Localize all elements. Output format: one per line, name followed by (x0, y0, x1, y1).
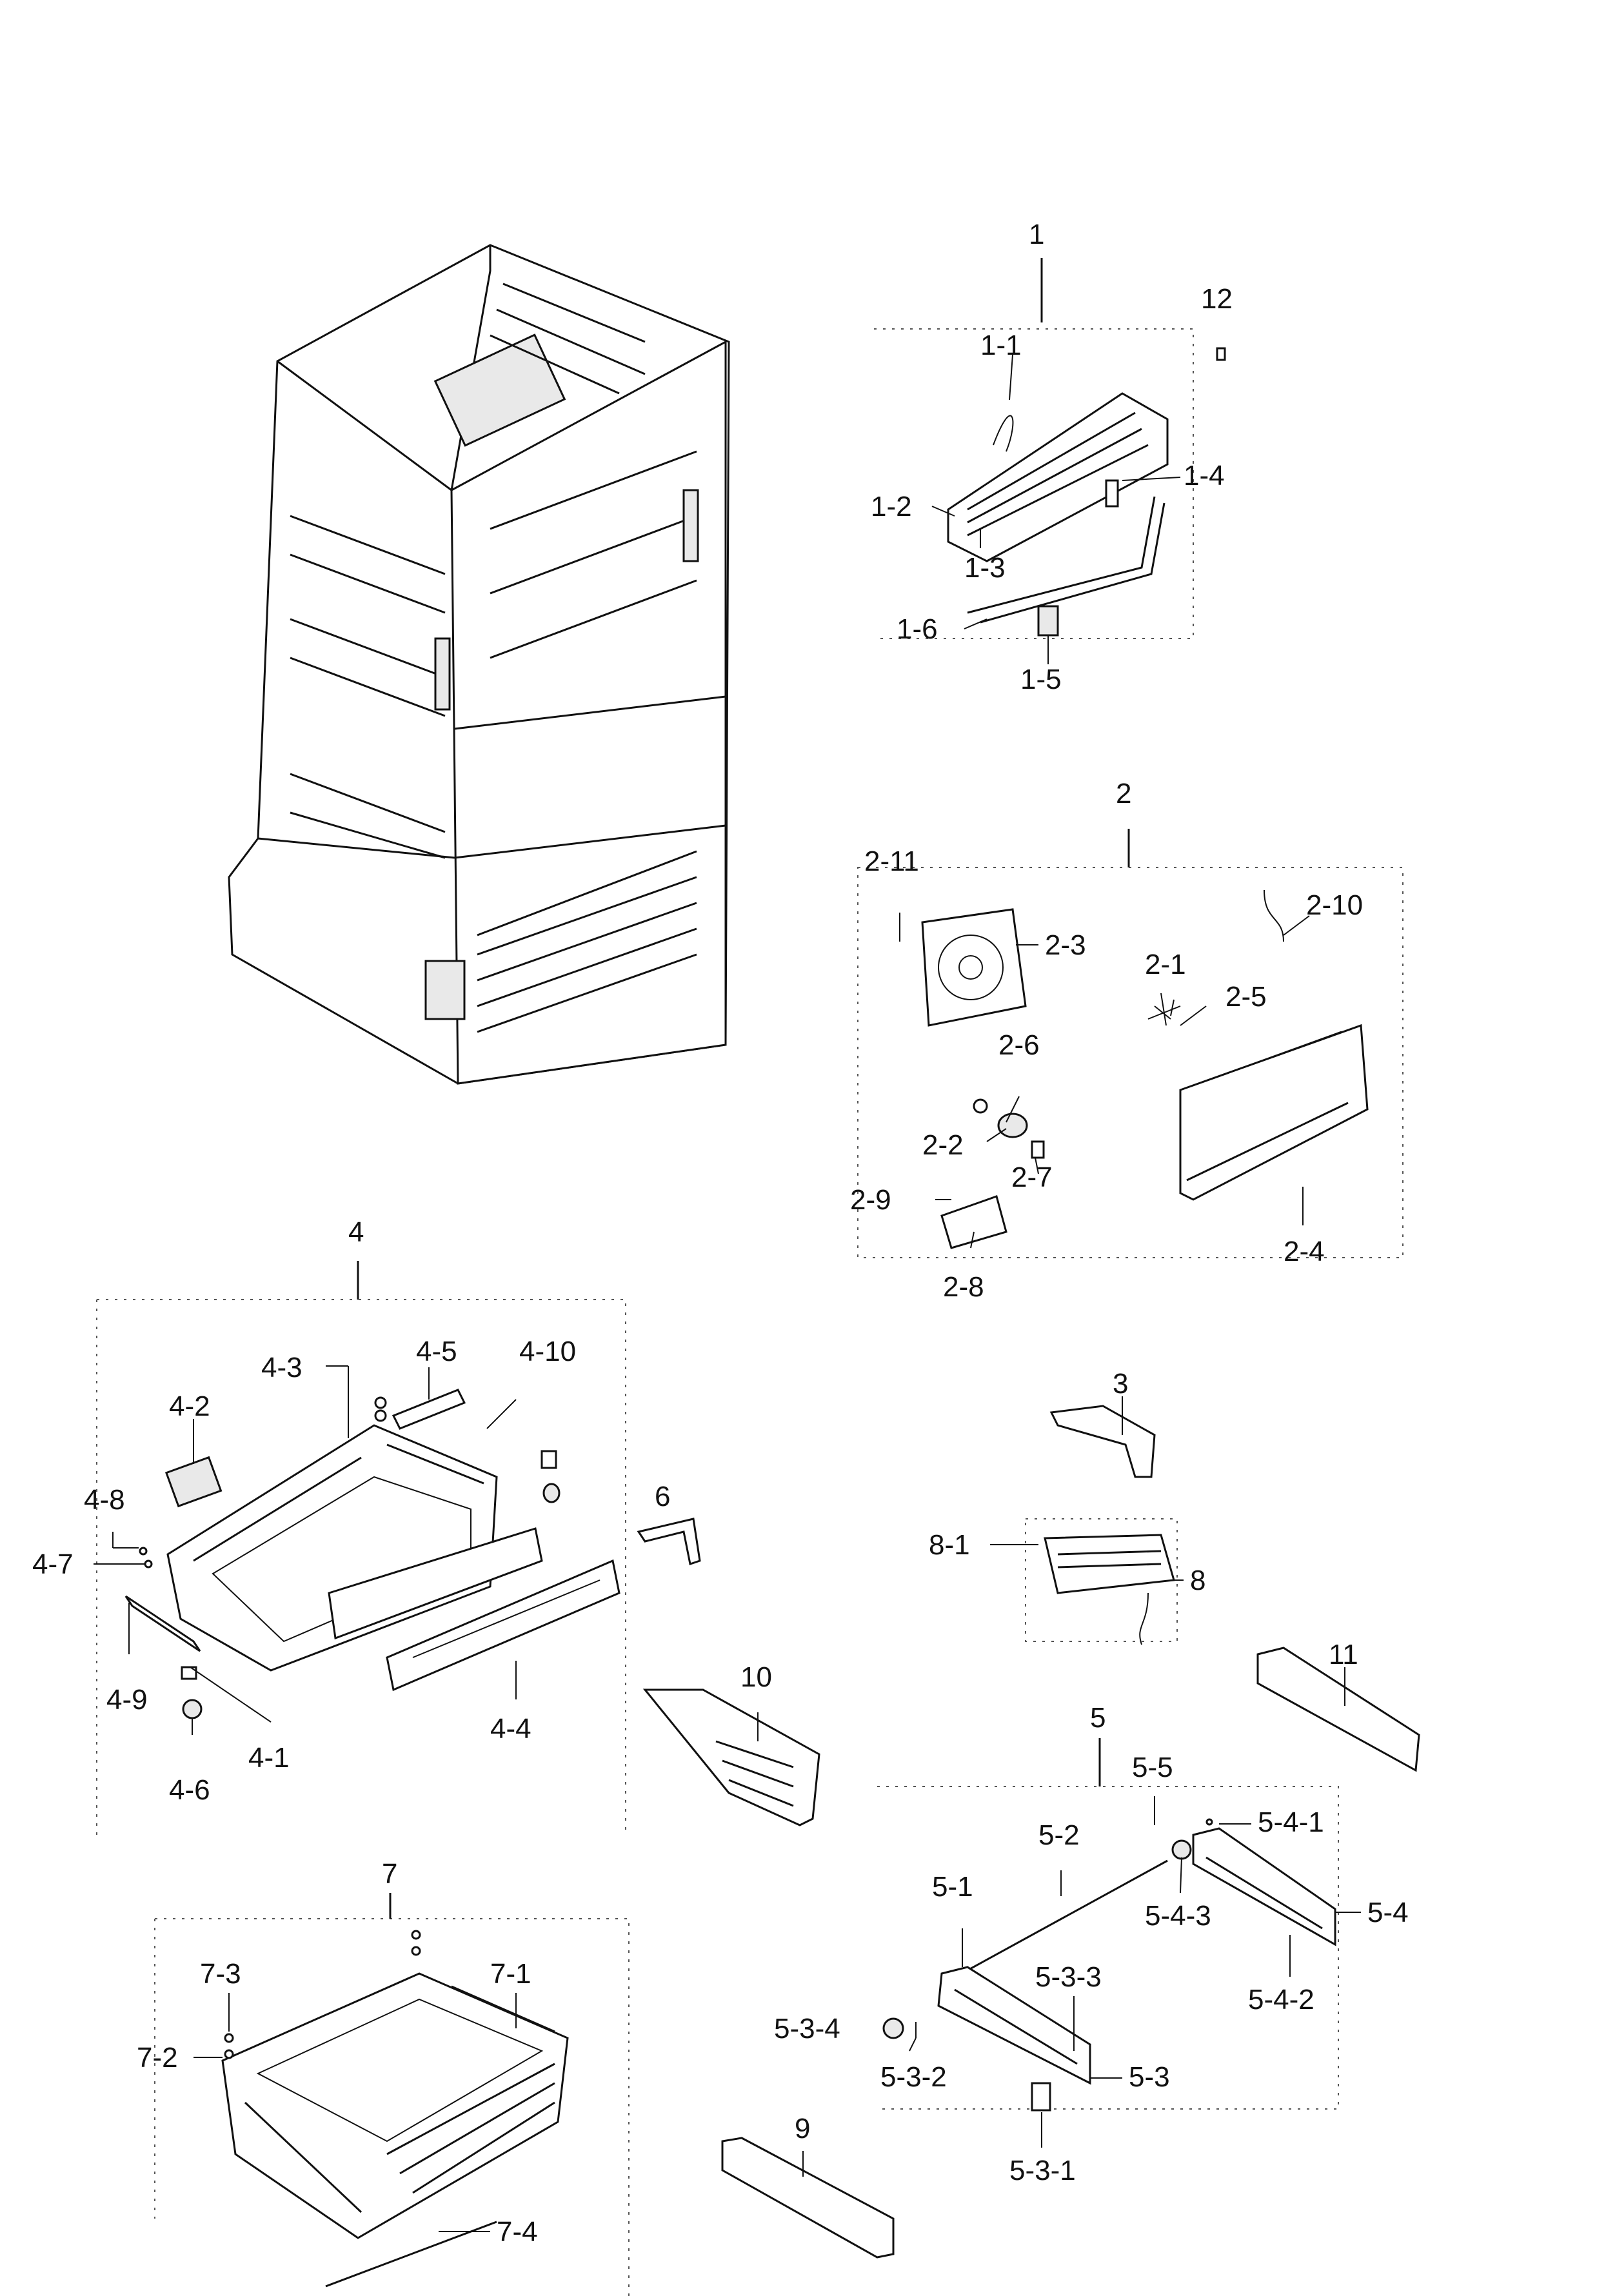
label-4-10: 4-10 (519, 1336, 576, 1367)
label-4-7: 4-7 (32, 1549, 74, 1580)
refrigerator-cabinet (228, 244, 730, 1085)
label-5-3-3: 5-3-3 (1035, 1961, 1102, 1993)
label-4-1: 4-1 (248, 1742, 290, 1774)
label-1-4: 1-4 (1184, 460, 1225, 491)
group-2-leaders (935, 915, 1310, 1249)
label-2-5: 2-5 (1225, 981, 1267, 1013)
label-5-2: 5-2 (1038, 1819, 1080, 1851)
label-2-6: 2-6 (998, 1029, 1040, 1061)
label-5-3-4: 5-3-4 (774, 2013, 840, 2044)
label-4-3: 4-3 (261, 1352, 303, 1383)
group-2-fan-assembly (857, 829, 1404, 1258)
group-4-drawer-assembly (96, 1261, 701, 1835)
group-7-leaders (193, 1993, 517, 2232)
group-3-part (1049, 1396, 1156, 1478)
label-7-1: 7-1 (490, 1958, 531, 1990)
label-2-11: 2-11 (864, 846, 919, 877)
part-labels: 1 1-1 12 1-2 1-3 1-4 1-6 1-5 2 2-11 2-10… (32, 219, 1409, 2248)
label-4-9: 4-9 (106, 1684, 148, 1716)
label-1-5: 1-5 (1020, 664, 1062, 695)
group-10-part (642, 1688, 820, 1826)
label-4-5: 4-5 (416, 1336, 457, 1367)
label-11: 11 (1329, 1639, 1358, 1670)
label-9: 9 (795, 2113, 810, 2144)
label-1-2: 1-2 (871, 491, 912, 522)
label-6: 6 (655, 1481, 670, 1512)
label-8: 8 (1190, 1565, 1205, 1596)
label-5-3: 5-3 (1129, 2061, 1170, 2093)
label-5: 5 (1090, 1702, 1106, 1734)
label-2-7: 2-7 (1011, 1162, 1053, 1193)
group-5-rail-assembly (877, 1738, 1339, 2112)
label-5-3-2: 5-3-2 (880, 2061, 947, 2093)
group-9-part (721, 2137, 895, 2259)
group-4-leaders (94, 1365, 517, 1735)
group-5-leaders (909, 1796, 1361, 2148)
label-1-6: 1-6 (897, 613, 938, 645)
label-5-4: 5-4 (1367, 1897, 1409, 1928)
group-1-evaporator (874, 258, 1226, 639)
label-4-2: 4-2 (169, 1390, 210, 1422)
label-5-4-1: 5-4-1 (1258, 1806, 1324, 1838)
label-10: 10 (740, 1661, 772, 1693)
group-7-basket (154, 1893, 630, 2296)
label-2-9: 2-9 (850, 1184, 891, 1216)
label-4-6: 4-6 (169, 1774, 210, 1806)
label-2: 2 (1116, 778, 1131, 809)
label-2-10: 2-10 (1306, 889, 1363, 921)
label-1: 1 (1029, 219, 1044, 250)
label-4-8: 4-8 (84, 1484, 125, 1516)
label-4: 4 (348, 1216, 364, 1248)
label-12: 12 (1201, 283, 1233, 315)
label-5-5: 5-5 (1132, 1752, 1173, 1783)
label-5-4-2: 5-4-2 (1248, 1984, 1314, 2015)
label-7-2: 7-2 (137, 2042, 178, 2073)
group-8-part (990, 1518, 1184, 1645)
label-2-8: 2-8 (943, 1271, 984, 1303)
label-7-4: 7-4 (497, 2216, 538, 2248)
label-1-3: 1-3 (964, 552, 1006, 584)
label-1-1: 1-1 (980, 330, 1022, 361)
label-3: 3 (1113, 1368, 1128, 1400)
label-8-1: 8-1 (929, 1529, 970, 1561)
group-1-leaders (931, 354, 1181, 664)
label-7: 7 (382, 1858, 397, 1890)
label-5-4-3: 5-4-3 (1145, 1900, 1211, 1932)
label-7-3: 7-3 (200, 1958, 241, 1990)
label-2-4: 2-4 (1284, 1236, 1325, 1267)
label-2-3: 2-3 (1045, 929, 1086, 961)
group-11-part (1256, 1647, 1420, 1772)
label-5-3-1: 5-3-1 (1009, 2155, 1076, 2186)
label-5-1: 5-1 (932, 1871, 973, 1903)
label-2-2: 2-2 (922, 1129, 964, 1161)
label-2-1: 2-1 (1145, 949, 1186, 980)
label-4-4: 4-4 (490, 1713, 531, 1745)
